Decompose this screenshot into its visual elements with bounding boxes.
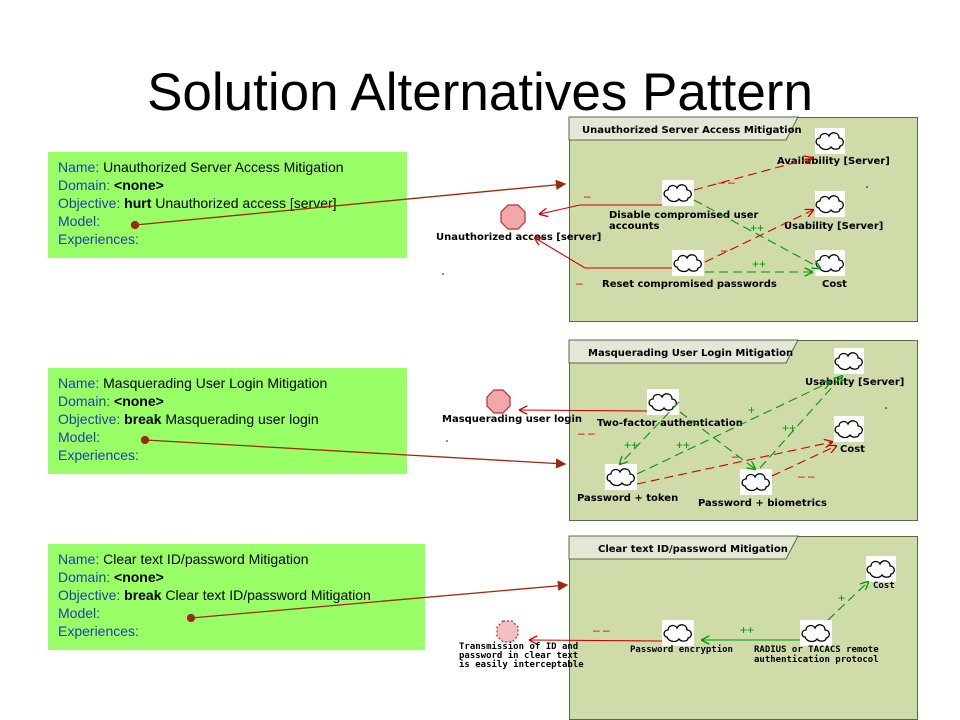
goal-octagon-icon (496, 620, 519, 643)
pattern-model-row: Model: (58, 213, 101, 229)
pattern-model-row: Model: (58, 429, 101, 445)
pattern-experiences-row: Experiences: (58, 623, 139, 639)
pattern-domain-row: Domain: <none> (58, 177, 164, 193)
slide-title: Solution Alternatives Pattern (147, 63, 813, 122)
pattern-objective-row: Objective: break Clear text ID/password … (58, 587, 371, 603)
pattern-name-row: Name: Masquerading User Login Mitigation (58, 375, 328, 391)
goal-octagon-icon (500, 204, 526, 230)
pattern-card-3: Name: Clear text ID/password Mitigation … (48, 544, 425, 650)
goal-transmission-line3: is easily interceptable (459, 659, 584, 670)
pattern-experiences-row: Experiences: (58, 231, 139, 247)
pattern-name-row: Name: Clear text ID/password Mitigation (58, 551, 309, 567)
model-frame-2 (569, 340, 918, 521)
pattern-domain-row: Domain: <none> (58, 393, 164, 409)
model-frame-3 (569, 536, 918, 720)
model-frame-1 (569, 117, 918, 322)
pattern-objective-row: Objective: break Masquerading user login (58, 411, 319, 427)
goal-transmission-line2: password in clear text (459, 650, 578, 661)
pattern-model-row: Model: (58, 605, 101, 621)
pattern-name-row: Name: Unauthorized Server Access Mitigat… (58, 159, 344, 175)
pattern-card-1: Name: Unauthorized Server Access Mitigat… (48, 152, 407, 258)
pattern-card-2: Name: Masquerading User Login Mitigation… (48, 368, 407, 474)
dot (442, 273, 444, 275)
pattern-experiences-row: Experiences: (58, 447, 139, 463)
goal-transmission-line1: Transmission of ID and (459, 641, 578, 652)
pattern-domain-row: Domain: <none> (58, 569, 164, 585)
pattern-objective-row: Objective: hurt Unauthorized access [ser… (58, 195, 337, 211)
dot (446, 440, 448, 442)
goal-octagon-icon (486, 389, 511, 414)
goal-masquerading: Masquerading user login (442, 414, 582, 425)
